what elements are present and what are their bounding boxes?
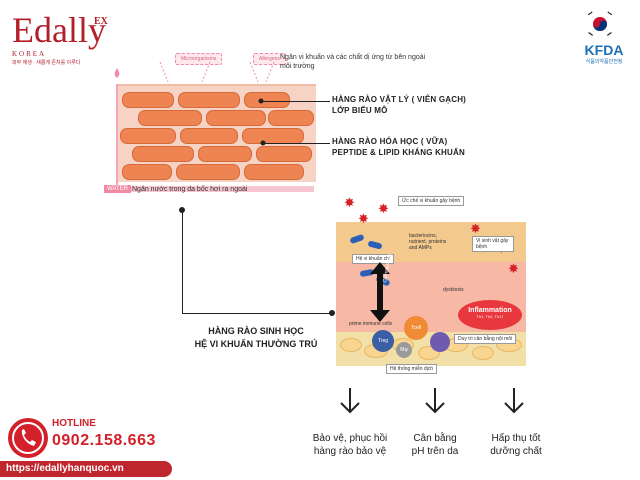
double-arrow-icon: [370, 262, 390, 322]
connector-dot: [329, 310, 335, 316]
pathogen-icon: ✸: [508, 261, 519, 276]
chemical-barrier-title: HÀNG RÀO HÓA HỌC ( VỮA): [332, 137, 448, 146]
brick: [242, 128, 304, 144]
physical-barrier-title: HÀNG RÀO VẬT LÝ ( VIÊN GẠCH): [332, 95, 467, 104]
hotline-number[interactable]: 0902.158.663: [52, 432, 156, 449]
benefit-absorption: Hấp thụ tốt dưỡng chất: [472, 432, 560, 458]
pointer-dot-icon: [260, 140, 266, 146]
chemical-barrier-subtitle: PEPTIDE & LIPID KHÁNG KHUẨN: [332, 148, 465, 157]
pathogens-box: Vi sinh vật gây bệnh: [472, 236, 514, 252]
prime-immune-label: prime immune cells: [349, 321, 393, 327]
pathogen-icon: ✸: [378, 201, 389, 216]
benefit-ph: Cân bằng pH trên da: [392, 432, 478, 458]
logo-superscript: EX: [94, 16, 108, 27]
pathogen-icon: ✸: [470, 221, 481, 236]
connector-line: [182, 313, 332, 314]
brick: [268, 110, 314, 126]
balance-box: Duy trì cân bằng nội môi: [454, 334, 517, 344]
brick: [132, 146, 194, 162]
resident-bacteria-box: Hệ vi khuẩn chí: [352, 254, 395, 264]
brick: [256, 146, 312, 162]
brick: [176, 164, 240, 180]
benefit-line: dưỡng chất: [490, 446, 542, 457]
physical-barrier-label: HÀNG RÀO VẬT LÝ ( VIÊN GẠCH) LỚP BIỂU MÔ: [332, 94, 466, 116]
brick: [138, 110, 202, 126]
water-loss-label: Ngăn nước trong da bốc hơi ra ngoài: [132, 186, 248, 193]
cell: [472, 346, 494, 360]
treg-cell: Treg: [372, 330, 394, 352]
pathogen-icon: ✸: [358, 211, 369, 226]
benefit-line: pH trên da: [411, 446, 459, 457]
website-bar: [0, 461, 172, 477]
physical-barrier-subtitle: LỚP BIỂU MÔ: [332, 106, 388, 115]
physical-barrier-pointer: [262, 101, 330, 102]
bio-barrier-title: HÀNG RÀO SINH HỌC: [208, 326, 304, 336]
logo-subtitle: KOREA: [12, 50, 47, 58]
water-drop-icon: [114, 68, 120, 78]
brand-logo: Edally EX KOREA 피부 재생 · 새롭게 존치를 이루다: [12, 10, 108, 66]
inflammation-bubble: Inflammation Th1, Th2, Th17: [458, 300, 522, 330]
incoming-arrows-icon: [159, 61, 275, 83]
chemical-barrier-pointer: [264, 143, 330, 144]
pathogen-inhibition-box: Ức chế vi khuẩn gây bệnh: [398, 196, 465, 206]
allergens-pill: Allergens: [253, 53, 286, 65]
immune-cell: [430, 332, 450, 352]
korea-flag-icon: [586, 10, 614, 38]
biological-barrier-label: HÀNG RÀO SINH HỌC HỆ VI KHUẨN THƯỜNG TRÚ: [176, 325, 336, 351]
pointer-dot-icon: [258, 98, 264, 104]
kfda-label: KFDA: [584, 42, 624, 58]
logo-tagline: 피부 재생 · 새롭게 존치를 이루다: [12, 60, 81, 66]
brick: [122, 164, 172, 180]
brick: [122, 92, 174, 108]
phone-icon[interactable]: [8, 418, 48, 458]
microorganisms-pill: Microorganisms: [175, 53, 223, 65]
brick: [198, 146, 252, 162]
cell: [340, 338, 362, 352]
inflammation-title: Inflammation: [468, 307, 512, 314]
logo-wordmark: Edally: [12, 10, 106, 50]
brick: [244, 92, 290, 108]
brick: [178, 92, 240, 108]
macrophage-cell: Mφ: [396, 342, 412, 358]
benefit-line: Bảo vệ, phục hồi: [312, 433, 388, 444]
chemical-barrier-label: HÀNG RÀO HÓA HỌC ( VỮA) PEPTIDE & LIPID …: [332, 136, 465, 158]
kfda-subtitle: 식품의약품안전청: [585, 59, 623, 65]
water-bar: [104, 186, 314, 192]
metabolites-label: bacteriocins, nutrient, proteins and AMP…: [409, 233, 447, 251]
water-axis: [116, 84, 118, 192]
arrow-down-icon: [340, 388, 360, 414]
bio-barrier-subtitle: HỆ VI KHUẨN THƯỜNG TRÚ: [194, 339, 318, 349]
brick: [206, 110, 266, 126]
benefit-line: Hấp thụ tốt: [491, 433, 541, 444]
brick: [244, 164, 304, 180]
dysbiosis-label: dysbiosis: [443, 287, 464, 293]
benefit-barrier: Bảo vệ, phục hồi hàng rào bảo vệ: [302, 432, 398, 458]
kfda-logo: KFDA 식품의약품안전청: [578, 42, 630, 65]
brick: [120, 128, 176, 144]
arrow-down-icon: [504, 388, 524, 414]
t-cell: Tcell: [404, 316, 428, 340]
immune-system-box: Hệ thống miễn dịch: [386, 364, 438, 374]
brick-wall: [118, 86, 316, 182]
inflammation-subtitle: Th1, Th2, Th17: [476, 314, 504, 319]
arrow-down-icon: [425, 388, 445, 414]
hotline-label: HOTLINE: [52, 418, 96, 429]
connector-line: [182, 210, 183, 314]
water-tag: WATER: [104, 185, 131, 193]
benefit-line: hàng rào bảo vệ: [313, 446, 387, 457]
pathogen-icon: ✸: [344, 195, 355, 210]
brick: [180, 128, 238, 144]
external-threats-label: Ngăn vi khuẩn và các chất dị ứng từ bên …: [280, 54, 426, 70]
skin-surface-line: [118, 84, 316, 86]
benefit-line: Cân bằng: [413, 433, 457, 444]
website-link[interactable]: https://edallyhanquoc.vn: [6, 463, 124, 474]
